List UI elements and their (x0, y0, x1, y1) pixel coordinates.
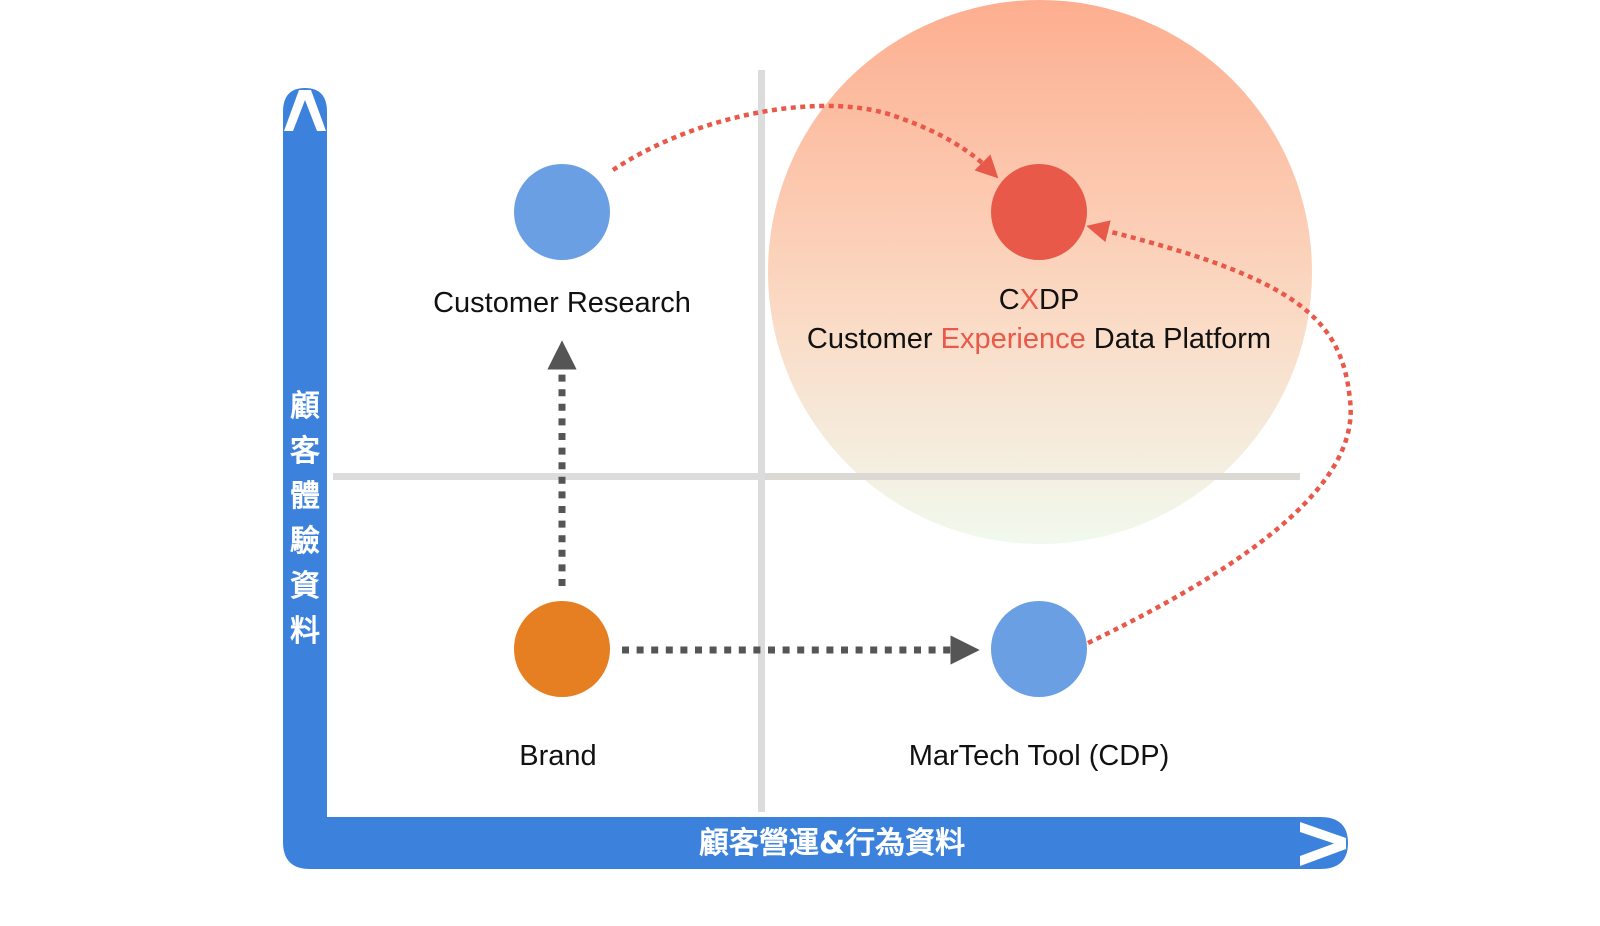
chevron-right-icon (1300, 822, 1346, 866)
x-axis-label: 顧客營運&行為資料 (699, 826, 965, 861)
y-axis-label-char: 驗 (290, 524, 320, 559)
node-label: MarTech Tool (CDP) (909, 740, 1170, 772)
y-axis-bar (283, 88, 327, 817)
node-circle (991, 164, 1087, 260)
highlight-circle (768, 0, 1312, 544)
connector-customer-research-to-cxdp (611, 103, 999, 179)
fullname-part: Customer (807, 323, 941, 355)
node-label-fullname: Customer Experience Data Platform (807, 323, 1271, 355)
node-circle (514, 601, 610, 697)
node-label: Customer Research (433, 287, 691, 319)
quadrant-divider-horizontal-overlay (765, 473, 1300, 480)
y-axis-label-char: 料 (290, 614, 320, 649)
node-customer-research[interactable]: Customer Research (433, 164, 691, 319)
quadrant-divider-vertical (758, 70, 765, 812)
acronym-part-accent: X (1020, 284, 1039, 316)
y-axis-label-char: 資 (290, 569, 320, 604)
y-axis-label-char: 顧 (290, 389, 320, 424)
node-cxdp[interactable]: CXDP Customer Experience Data Platform (807, 164, 1271, 355)
chevron-up-icon (284, 90, 326, 131)
fullname-part: Data Platform (1086, 323, 1271, 355)
y-axis-label-char: 體 (290, 479, 320, 514)
node-circle (514, 164, 610, 260)
node-circle (991, 601, 1087, 697)
y-axis-label-char: 客 (290, 434, 320, 469)
connectors (547, 103, 1353, 665)
fullname-part-accent: Experience (941, 323, 1086, 355)
acronym-part: C (999, 284, 1020, 316)
node-label: Brand (519, 740, 596, 772)
x-axis-bar (283, 817, 1348, 869)
node-brand[interactable]: Brand (514, 601, 610, 772)
node-martech[interactable]: MarTech Tool (CDP) (909, 601, 1170, 772)
node-label-acronym: CXDP (999, 284, 1080, 316)
acronym-part: DP (1039, 284, 1079, 316)
